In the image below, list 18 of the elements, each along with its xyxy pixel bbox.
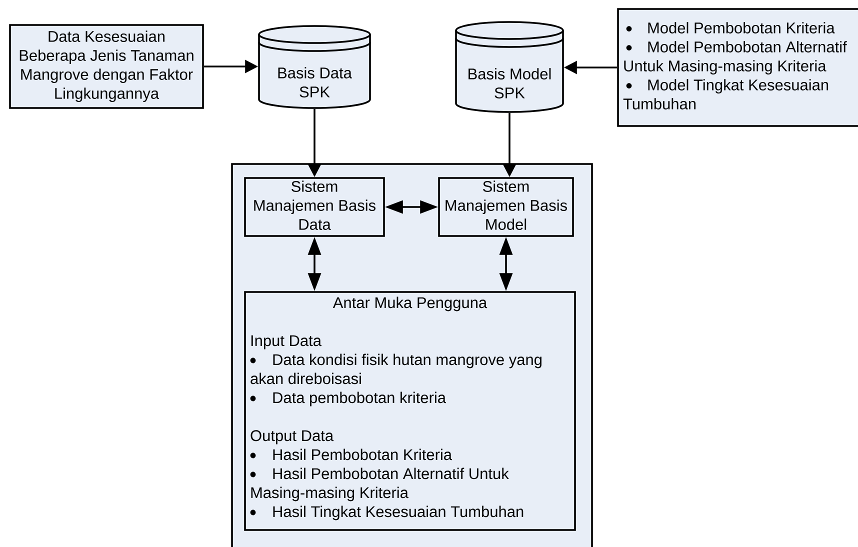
process-box: Sistem Manajemen Basis Model xyxy=(438,177,574,237)
list-item: Hasil Pembobotan Kriteria xyxy=(250,448,452,460)
list-item: Data kondisi fisik hutan mangrove yang akan direboisasi xyxy=(250,354,542,384)
source-box: Data Kesesuaian Beberapa Jenis Tanaman Mangrove dengan Faktor Lingkungannya xyxy=(9,24,204,109)
list-item: Model Tingkat Kesesuaian Tumbuhan xyxy=(623,79,828,110)
list-box xyxy=(617,8,858,127)
section-heading: Output Data xyxy=(250,430,334,444)
list-item: Hasil Tingkat Kesesuaian Tumbuhan xyxy=(250,506,524,520)
text-panel xyxy=(244,291,576,531)
panel-title: Antar Muka Pengguna xyxy=(332,296,488,312)
list-item: Model Pembobotan Alternatif Untuk Masing-masing Kriteria xyxy=(624,41,847,74)
process-box: Sistem Manajemen Basis Data xyxy=(244,177,385,237)
database-cylinder: Basis Model SPK xyxy=(455,21,564,113)
list-item: Model Pembobotan Kriteria xyxy=(626,22,835,34)
list-item: Hasil Pembobotan Alternatif Untuk Masing-masing Kriteria xyxy=(250,468,509,502)
list-item: Data pembobotan kriteria xyxy=(250,392,446,406)
database-cylinder: Basis Data SPK xyxy=(258,25,371,109)
section-heading: Input Data xyxy=(251,335,322,350)
